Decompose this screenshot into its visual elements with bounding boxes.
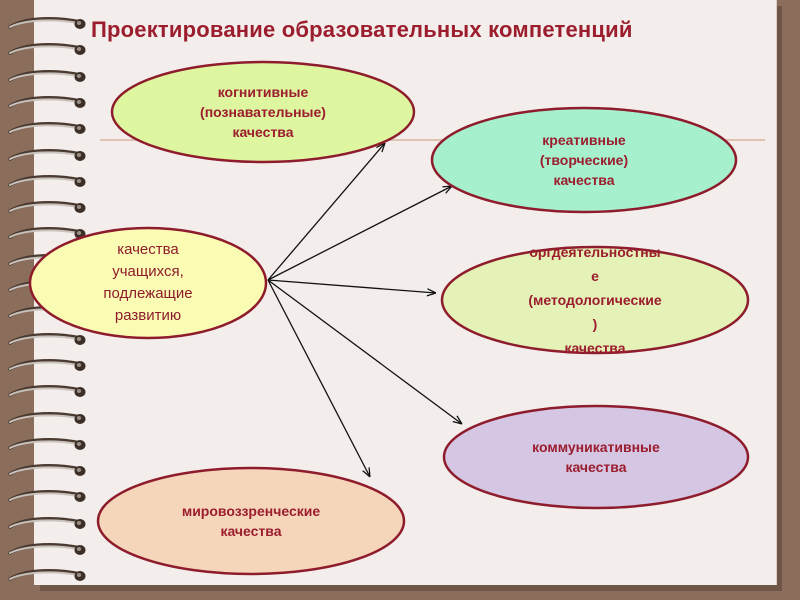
- node-center: качества учащихся, подлежащие развитию: [103, 241, 193, 324]
- binding-ring: [8, 385, 86, 398]
- binding-ring: [8, 174, 86, 187]
- binding-ring: [8, 411, 86, 424]
- horizontal-rule: [100, 139, 765, 141]
- node-cognitive: когнитивные (познавательные) качества: [200, 84, 326, 140]
- binding-ring: [8, 43, 86, 56]
- arrow-to-cognitive: [267, 143, 385, 281]
- node-organizational: оргдеятельностны е (методологические ) к…: [528, 244, 662, 356]
- binding-ring: [8, 516, 86, 529]
- page-bottom-shadow: [40, 585, 782, 591]
- ellipse-organizational: [440, 245, 750, 355]
- arrow-to-creative: [267, 186, 452, 281]
- ellipse-worldview: [96, 466, 406, 576]
- node-communicative: коммуникативные качества: [532, 439, 660, 475]
- binding-ring: [8, 122, 86, 135]
- page-shadow: [776, 6, 782, 590]
- binding-ring: [8, 542, 86, 555]
- arrow-to-worldview: [267, 279, 370, 477]
- binding-ring: [8, 16, 86, 29]
- spiral-binding: (function () { var wrap = document.curre…: [0, 0, 90, 600]
- binding-ring: [8, 201, 86, 214]
- binding-ring: [8, 464, 86, 477]
- ellipse-center: [28, 226, 268, 340]
- binding-ring: [8, 95, 86, 108]
- binding-ring: [8, 569, 86, 582]
- ellipse-cognitive: [110, 60, 416, 164]
- binding-ring: [8, 437, 86, 450]
- ellipse-creative: [430, 106, 738, 214]
- ellipse-communicative: [442, 404, 750, 510]
- binding-ring: [8, 358, 86, 371]
- binding-ring: [8, 332, 86, 345]
- arrow-to-communicative: [267, 279, 462, 424]
- node-worldview: мировоззренческие качества: [181, 503, 321, 539]
- node-creative: креативные (творческие) качества: [539, 132, 629, 188]
- slide-title: Проектирование образовательных компетенц…: [91, 17, 633, 42]
- binding-ring: [8, 227, 86, 240]
- binding-ring: [8, 69, 86, 82]
- arrow-to-organizational: [267, 279, 436, 293]
- binding-ring: [8, 148, 86, 161]
- binding-ring: [8, 490, 86, 503]
